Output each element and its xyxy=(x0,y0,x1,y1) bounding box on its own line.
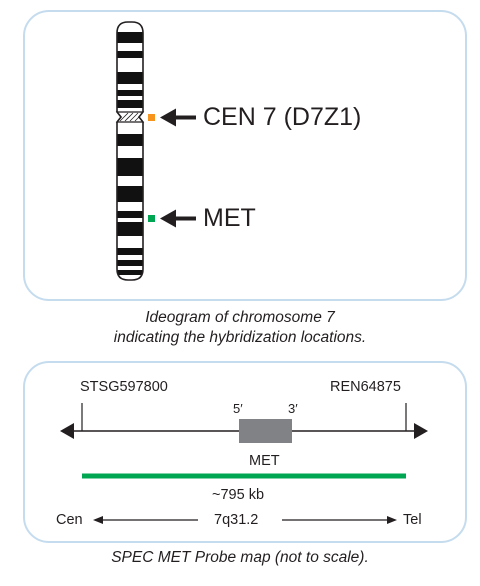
band xyxy=(117,270,143,275)
three-prime-label: 3′ xyxy=(288,401,298,416)
met-probe-label: MET xyxy=(203,204,256,232)
ideogram-panel xyxy=(23,10,467,301)
met-gene-label: MET xyxy=(249,453,280,469)
band xyxy=(117,32,143,43)
chromosome-7-ideogram xyxy=(115,21,145,281)
cen7-probe-marker xyxy=(148,114,155,121)
band xyxy=(117,248,143,255)
band xyxy=(117,90,143,96)
band xyxy=(117,72,143,84)
band xyxy=(117,158,143,176)
probe-map-caption-text: SPEC MET Probe map (not to scale). xyxy=(111,549,369,566)
left-marker-label: STSG597800 xyxy=(80,379,168,395)
band xyxy=(117,100,143,108)
probe-map-panel xyxy=(23,361,467,543)
met-arrow xyxy=(160,209,196,228)
probe-map-caption: SPEC MET Probe map (not to scale). xyxy=(0,548,480,568)
band xyxy=(117,186,143,202)
band xyxy=(117,222,143,236)
ideogram-caption: Ideogram of chromosome 7 indicating the … xyxy=(0,308,480,348)
band xyxy=(117,51,143,58)
tel-label: Tel xyxy=(403,512,422,528)
probe-map-graphics xyxy=(60,403,428,524)
ideogram-caption-line-2: indicating the hybridization locations. xyxy=(113,329,367,346)
cen-arrowhead xyxy=(93,516,103,524)
band xyxy=(117,260,143,266)
tel-arrowhead xyxy=(387,516,397,524)
five-prime-label: 5′ xyxy=(233,401,243,416)
chromosome-bands xyxy=(117,22,143,280)
axis-right-arrowhead xyxy=(414,423,428,439)
right-marker-label: REN64875 xyxy=(330,379,401,395)
band xyxy=(117,211,143,218)
cen7-probe-label: CEN 7 (D7Z1) xyxy=(203,103,362,131)
band xyxy=(117,134,143,146)
cen-label: Cen xyxy=(56,512,83,528)
chromosome-outline xyxy=(116,21,144,281)
met-gene-box xyxy=(239,419,292,443)
ideogram-caption-line-1: Ideogram of chromosome 7 xyxy=(145,309,335,326)
axis-left-arrowhead xyxy=(60,423,74,439)
met-probe-marker xyxy=(148,215,155,222)
band-label: 7q31.2 xyxy=(214,512,259,528)
probe-size-label: ~795 kb xyxy=(212,487,265,503)
cen7-arrow xyxy=(160,108,196,127)
